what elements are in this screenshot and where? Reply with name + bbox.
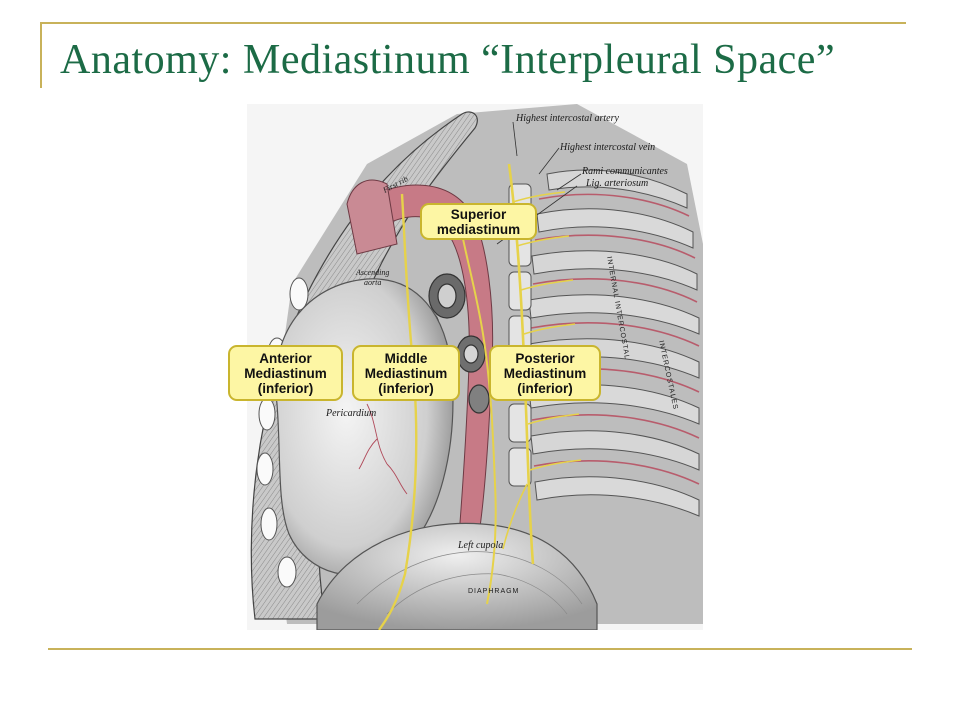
- plate-label-ascending-aorta-1: Ascending: [356, 268, 390, 277]
- posterior-mediastinum-label: Posterior Mediastinum (inferior): [489, 345, 601, 401]
- anterior-mediastinum-label: Anterior Mediastinum (inferior): [228, 345, 343, 401]
- plate-label-rami-communicantes: Rami communicantes: [582, 166, 668, 177]
- plate-label-highest-intercostal-artery: Highest intercostal artery: [516, 113, 619, 124]
- plate-label-ascending-aorta-2: aorta: [364, 278, 382, 287]
- plate-label-lig-arteriosum: Lig. arteriosum: [586, 178, 649, 189]
- slide-title: Anatomy: Mediastinum “Interpleural Space…: [60, 37, 836, 83]
- superior-mediastinum-label: Superior mediastinum: [420, 203, 537, 240]
- left-rule: [40, 22, 42, 88]
- plate-label-diaphragm: DIAPHRAGM: [468, 588, 520, 595]
- bottom-rule: [48, 648, 912, 650]
- top-rule: [40, 22, 906, 24]
- plate-label-left-cupola: Left cupola: [458, 540, 504, 551]
- plate-label-highest-intercostal-vein: Highest intercostal vein: [560, 142, 656, 153]
- middle-mediastinum-label: Middle Mediastinum (inferior): [352, 345, 460, 401]
- plate-label-pericardium: Pericardium: [326, 408, 377, 419]
